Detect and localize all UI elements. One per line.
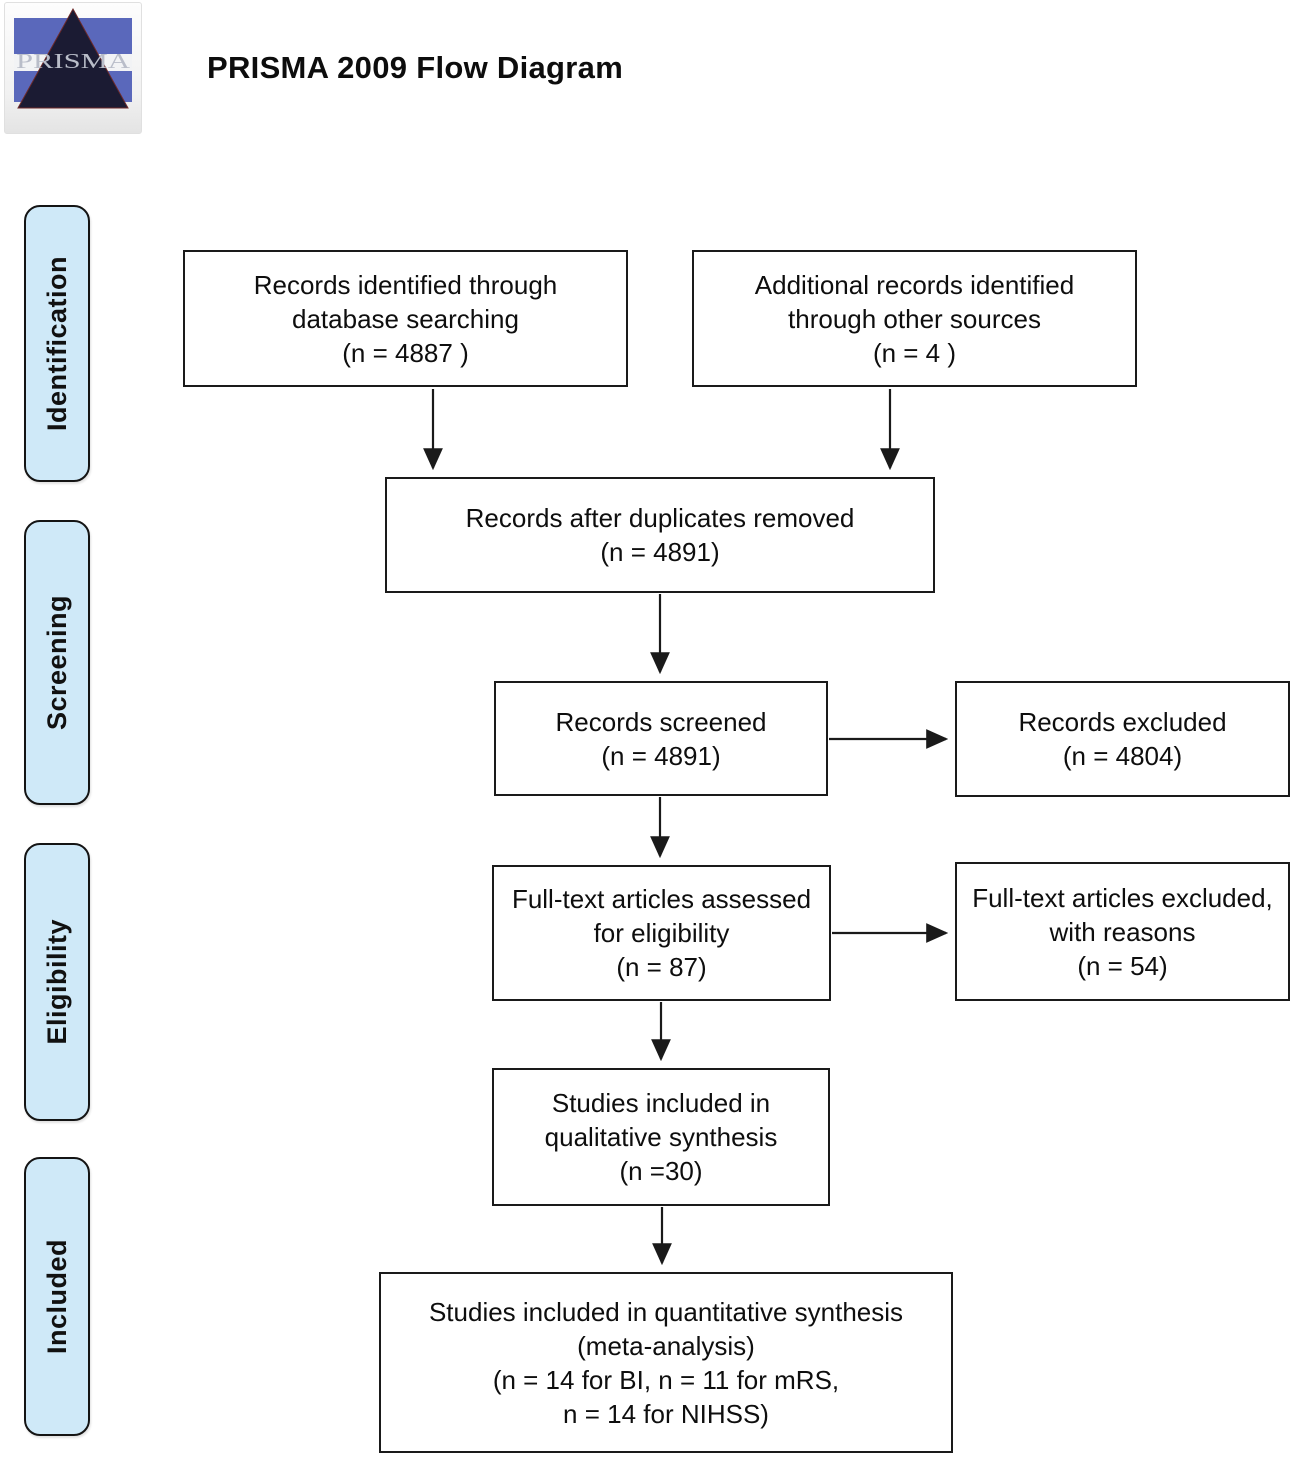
page-title: PRISMA 2009 Flow Diagram bbox=[207, 50, 624, 85]
flow-box-fulltext-excluded: Full-text articles excluded, with reason… bbox=[955, 862, 1290, 1001]
stage-label-eligibility-text: Eligibility bbox=[41, 919, 72, 1045]
stage-label-included: Included bbox=[24, 1157, 90, 1436]
flow-box-quantitative-synthesis: Studies included in quantitative synthes… bbox=[379, 1272, 953, 1453]
logo-prisma-text: PRISMA bbox=[16, 49, 131, 73]
flow-box-records-excluded: Records excluded (n = 4804) bbox=[955, 681, 1290, 797]
stage-label-identification: Identification bbox=[24, 205, 90, 482]
flow-box-qualitative-synthesis: Studies included in qualitative synthesi… bbox=[492, 1068, 830, 1206]
flow-box-records-identified: Records identified through database sear… bbox=[183, 250, 628, 387]
logo-triangle bbox=[17, 7, 129, 109]
stage-label-eligibility: Eligibility bbox=[24, 843, 90, 1121]
stage-label-included-text: Included bbox=[41, 1238, 72, 1354]
stage-label-screening: Screening bbox=[24, 520, 90, 805]
flow-box-after-duplicates: Records after duplicates removed (n = 48… bbox=[385, 477, 935, 593]
prisma-logo-graphic: PRISMA bbox=[14, 7, 132, 109]
flow-box-fulltext-assessed: Full-text articles assessed for eligibil… bbox=[492, 865, 831, 1001]
flow-box-additional-records: Additional records identified through ot… bbox=[692, 250, 1137, 387]
stage-label-identification-text: Identification bbox=[41, 256, 72, 431]
stage-label-screening-text: Screening bbox=[41, 594, 72, 731]
flow-box-records-screened: Records screened (n = 4891) bbox=[494, 681, 828, 796]
prisma-logo: PRISMA bbox=[4, 2, 142, 134]
